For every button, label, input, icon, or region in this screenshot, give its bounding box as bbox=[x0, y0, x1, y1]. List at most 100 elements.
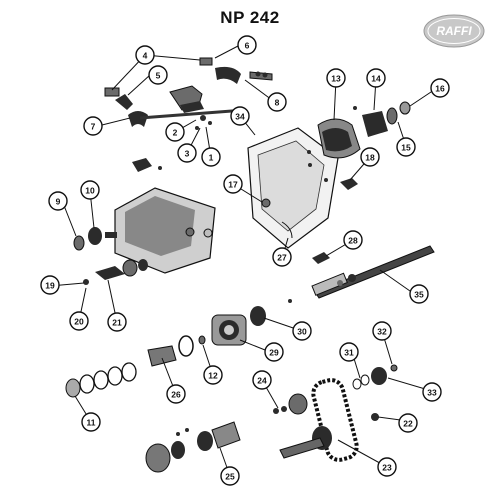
callout-circle bbox=[230, 106, 250, 126]
callout-circle bbox=[366, 68, 386, 88]
callout-number: 1 bbox=[209, 153, 214, 163]
callout-circle bbox=[148, 65, 168, 85]
callout-24: 24 bbox=[252, 370, 272, 390]
callout-number: 11 bbox=[87, 418, 96, 428]
callout-number: 19 bbox=[45, 281, 55, 291]
callout-number: 18 bbox=[365, 153, 375, 163]
callout-circle bbox=[398, 413, 418, 433]
callout-11: 11 bbox=[81, 412, 101, 432]
callout-number: 30 bbox=[297, 327, 307, 337]
callout-23: 23 bbox=[377, 457, 397, 477]
callout-number: 21 bbox=[112, 318, 122, 328]
shift-fork-assembly bbox=[104, 57, 273, 130]
callout-circle bbox=[422, 382, 442, 402]
callout-circle bbox=[48, 191, 68, 211]
callout-32: 32 bbox=[372, 321, 392, 341]
chain-group bbox=[273, 364, 398, 462]
callout-number: 13 bbox=[331, 74, 341, 84]
callout-circle bbox=[377, 457, 397, 477]
callout-circle bbox=[360, 147, 380, 167]
front-output-group bbox=[145, 421, 241, 473]
rear-case-group bbox=[247, 101, 411, 264]
svg-text:RAFFI: RAFFI bbox=[436, 24, 472, 38]
callout-number: 6 bbox=[245, 41, 250, 51]
callout-circle bbox=[40, 275, 60, 295]
callout-circle bbox=[201, 147, 221, 167]
callout-number: 15 bbox=[401, 143, 411, 153]
callout-circle bbox=[372, 321, 392, 341]
raffi-logo: RAFFI bbox=[423, 14, 485, 48]
callout-circle bbox=[223, 174, 243, 194]
front-case-group bbox=[73, 158, 216, 285]
callout-circle bbox=[81, 412, 101, 432]
callout-circle bbox=[220, 466, 240, 486]
callout-circle bbox=[80, 180, 100, 200]
callout-number: 28 bbox=[348, 236, 358, 246]
callout-number: 22 bbox=[403, 419, 413, 429]
callout-circle bbox=[177, 143, 197, 163]
callout-31: 31 bbox=[339, 342, 359, 362]
callout-number: 16 bbox=[435, 84, 445, 94]
callout-18: 18 bbox=[360, 147, 380, 167]
callout-33: 33 bbox=[422, 382, 442, 402]
callout-circle bbox=[264, 342, 284, 362]
callout-12: 12 bbox=[203, 365, 223, 385]
callout-28: 28 bbox=[343, 230, 363, 250]
callout-number: 23 bbox=[382, 463, 392, 473]
callout-number: 9 bbox=[56, 197, 61, 207]
callout-number: 31 bbox=[344, 348, 354, 358]
callout-number: 26 bbox=[171, 390, 181, 400]
callout-2: 2 bbox=[165, 122, 185, 142]
callout-17: 17 bbox=[223, 174, 243, 194]
callout-20: 20 bbox=[69, 311, 89, 331]
callout-number: 35 bbox=[414, 290, 424, 300]
callout-26: 26 bbox=[166, 384, 186, 404]
callout-3: 3 bbox=[177, 143, 197, 163]
callout-5: 5 bbox=[148, 65, 168, 85]
callout-number: 20 bbox=[74, 317, 84, 327]
callout-circle bbox=[267, 92, 287, 112]
callout-22: 22 bbox=[398, 413, 418, 433]
callout-circle bbox=[252, 370, 272, 390]
callout-27: 27 bbox=[272, 247, 292, 267]
callout-circle bbox=[292, 321, 312, 341]
callout-circle bbox=[343, 230, 363, 250]
callout-circle bbox=[135, 45, 155, 65]
callout-number: 27 bbox=[277, 253, 287, 263]
callout-30: 30 bbox=[292, 321, 312, 341]
callout-number: 32 bbox=[377, 327, 387, 337]
callout-25: 25 bbox=[220, 466, 240, 486]
callout-6: 6 bbox=[237, 35, 257, 55]
callout-circle bbox=[409, 284, 429, 304]
callout-circle bbox=[107, 312, 127, 332]
callout-number: 14 bbox=[371, 74, 381, 84]
callout-4: 4 bbox=[135, 45, 155, 65]
callout-7: 7 bbox=[83, 116, 103, 136]
callout-circle bbox=[166, 384, 186, 404]
callout-number: 25 bbox=[225, 472, 235, 482]
callout-number: 24 bbox=[257, 376, 267, 386]
planetary-group bbox=[65, 306, 266, 398]
callout-number: 12 bbox=[208, 371, 218, 381]
callout-9: 9 bbox=[48, 191, 68, 211]
callout-number: 2 bbox=[173, 128, 178, 138]
callout-number: 4 bbox=[143, 51, 148, 61]
callout-number: 7 bbox=[91, 122, 96, 132]
callout-circle bbox=[83, 116, 103, 136]
callout-number: 33 bbox=[427, 388, 437, 398]
callout-circle bbox=[203, 365, 223, 385]
callout-number: 17 bbox=[228, 180, 238, 190]
callout-circle bbox=[69, 311, 89, 331]
callout-number: 8 bbox=[275, 98, 280, 108]
callout-15: 15 bbox=[396, 137, 416, 157]
callout-8: 8 bbox=[267, 92, 287, 112]
callout-number: 5 bbox=[156, 71, 161, 81]
callout-number: 34 bbox=[235, 112, 245, 122]
callout-circle bbox=[339, 342, 359, 362]
callout-1: 1 bbox=[201, 147, 221, 167]
callout-number: 29 bbox=[269, 348, 279, 358]
callout-35: 35 bbox=[409, 284, 429, 304]
callout-circle bbox=[272, 247, 292, 267]
